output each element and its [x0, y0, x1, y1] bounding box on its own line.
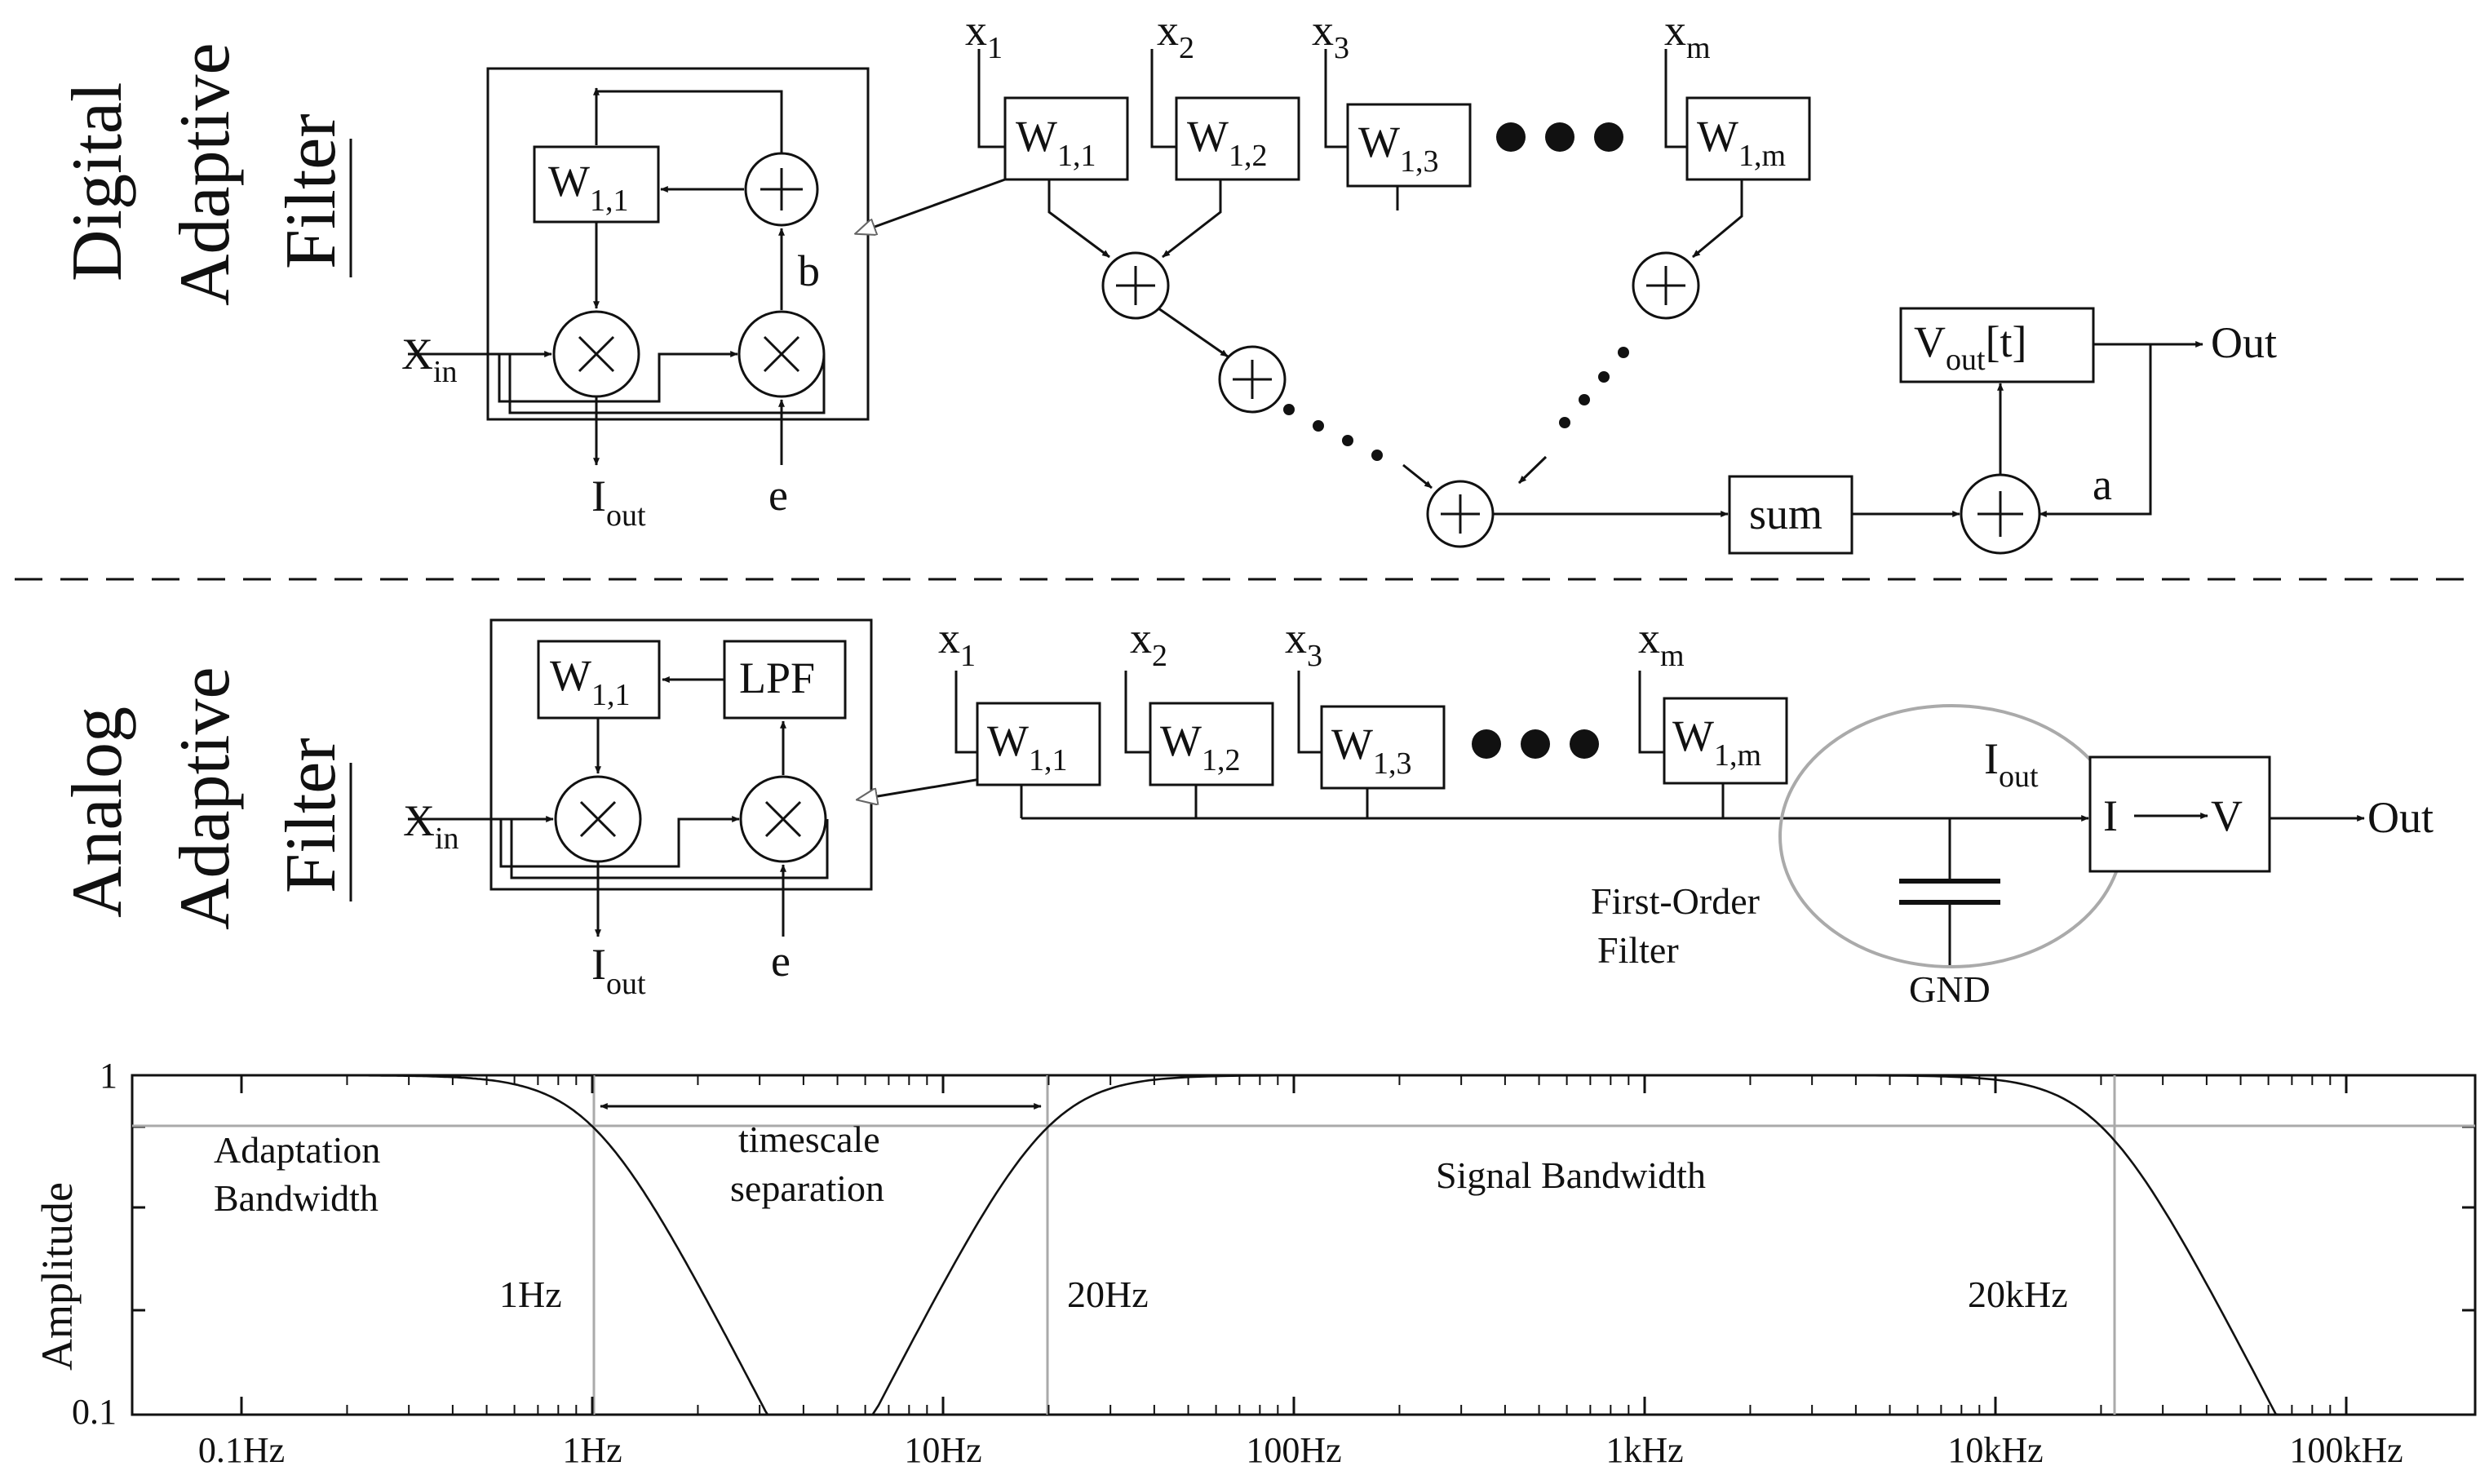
digital-weight-row: W1,1 x1 W1,2 x2 W1,3 x3 W1,m xm: [965, 6, 1811, 210]
digital-gain-b-label: b: [798, 246, 820, 295]
xtick-label: 10kHz: [1947, 1430, 2043, 1470]
svg-text:W1,2: W1,2: [1187, 112, 1267, 173]
analog-out-label: Out: [2367, 793, 2434, 842]
svg-text:W1,1: W1,1: [987, 716, 1067, 777]
digital-error-label: e: [768, 471, 788, 520]
digital-iout-label: Iout: [591, 472, 646, 533]
digital-vout-box: [1899, 307, 2095, 383]
digital-xin-label: Xin: [401, 330, 458, 389]
analog-input-x1: x1: [938, 614, 976, 673]
analog-iv-i-label: I: [2103, 791, 2118, 840]
digital-vout-label: Vout[t]: [1914, 317, 2027, 377]
analog-ellipsis-dot: [1570, 729, 1599, 759]
analog-input-x2: x2: [1130, 614, 1167, 673]
plot-ylabel: Amplitude: [33, 1182, 82, 1371]
digital-input-xm: xm: [1664, 6, 1711, 65]
svg-text:W1,m: W1,m: [1672, 711, 1761, 773]
analog-lpf-box: [723, 640, 847, 720]
corner-label-1hz: 1Hz: [499, 1274, 562, 1315]
xtick-label: 0.1Hz: [198, 1430, 285, 1470]
analog-error-label: e: [771, 937, 791, 986]
analog-input-x3: x3: [1285, 614, 1322, 673]
analog-filter-title: Filter: [272, 738, 351, 893]
analog-adaptive-title: Adaptive: [166, 667, 245, 930]
ytick-0.1: 0.1: [72, 1392, 117, 1432]
analog-xin-label: Xin: [403, 796, 459, 856]
analog-weight-box-m: [1663, 697, 1788, 785]
analog-weight-box-3: [1320, 705, 1446, 790]
analog-ellipsis-dot: [1472, 729, 1501, 759]
corner-label-20khz: 20kHz: [1968, 1274, 2068, 1315]
xtick-label: 1kHz: [1605, 1430, 1683, 1470]
timescale-label-1: timescale: [738, 1119, 880, 1160]
xtick-label: 10Hz: [904, 1430, 981, 1470]
analog-input-xm: xm: [1638, 614, 1685, 673]
corner-label-20hz: 20Hz: [1067, 1274, 1149, 1315]
analog-adaptive-filter: Analog Adaptive Filter W1,1 LPF Xin Iout…: [58, 614, 2434, 1010]
analog-iout-bus-label: Iout: [1984, 734, 2039, 794]
analog-weight-row: W1,1 x1 W1,2 x2 W1,3 x3 W1,m xm: [938, 614, 1788, 790]
digital-filter-title: Filter: [272, 113, 351, 269]
analog-gnd-label: GND: [1909, 968, 1991, 1010]
adaptation-label-1: Adaptation: [214, 1129, 380, 1171]
analog-title: Analog: [58, 707, 137, 918]
adaptation-label-2: Bandwidth: [214, 1177, 379, 1219]
analog-weight-box-1: [976, 702, 1101, 786]
analog-cell-weight-box: [537, 640, 661, 720]
analog-lpf-label: LPF: [739, 653, 815, 702]
digital-sum-label: sum: [1749, 489, 1822, 538]
digital-adaptive-filter: Digital Adaptive Filter W1,1 Xin Iout e …: [58, 6, 2277, 555]
digital-ellipsis-dot: [1496, 122, 1526, 152]
xtick-label: 1Hz: [562, 1430, 622, 1470]
digital-adder-tree: [1047, 179, 1743, 548]
digital-gain-a-label: a: [2093, 460, 2112, 509]
signal-bandwidth-label: Signal Bandwidth: [1436, 1154, 1706, 1196]
timescale-label-2: separation: [730, 1167, 884, 1209]
xtick-label: 100Hz: [1246, 1430, 1341, 1470]
digital-out-label: Out: [2211, 318, 2277, 367]
digital-title: Digital: [58, 82, 137, 281]
svg-text:W1,2: W1,2: [1160, 716, 1240, 777]
analog-filter-label-1: First-Order: [1591, 880, 1760, 922]
analog-cell-weight-label: W1,1: [550, 651, 630, 712]
analog-iv-v-label: V: [2211, 791, 2243, 840]
analog-iv-converter-box: [2088, 755, 2271, 873]
ytick-1: 1: [100, 1056, 117, 1096]
svg-text:W1,3: W1,3: [1331, 720, 1411, 781]
digital-weight-box-2: [1175, 96, 1300, 181]
digital-input-x3: x3: [1312, 6, 1349, 65]
digital-adaptive-title: Adaptive: [166, 42, 245, 306]
x-axis-ticks: 0.1Hz 1Hz 10Hz 100Hz 1kHz 10kHz 100kHz: [198, 1075, 2403, 1470]
analog-ellipsis-dot: [1521, 729, 1550, 759]
digital-cell-weight-label: W1,1: [548, 157, 628, 218]
bandwidth-plot: Amplitude 1 0.1 0.1Hz 1Hz 10Hz 100Hz 1kHz 10k…: [33, 1056, 2477, 1470]
analog-filter-label-2: Filter: [1597, 929, 1679, 971]
analog-iout-label: Iout: [591, 940, 646, 1001]
first-order-filter-highlight: [1778, 704, 2124, 968]
svg-text:W1,m: W1,m: [1697, 112, 1786, 173]
digital-input-x1: x1: [965, 6, 1003, 65]
digital-cell-weight-box: [533, 145, 660, 224]
digital-ellipsis-dot: [1594, 122, 1623, 152]
digital-ellipsis-dot: [1545, 122, 1574, 152]
digital-weight-box-m: [1685, 96, 1811, 181]
digital-input-x2: x2: [1157, 6, 1194, 65]
digital-weight-box-1: [1003, 96, 1129, 181]
analog-weight-box-2: [1149, 702, 1274, 786]
digital-weight-box-3: [1346, 103, 1472, 188]
signal-bandpass-curve: [702, 1074, 2471, 1416]
xtick-label: 100kHz: [2289, 1430, 2403, 1470]
svg-text:W1,3: W1,3: [1358, 117, 1438, 179]
svg-text:W1,1: W1,1: [1016, 112, 1096, 173]
